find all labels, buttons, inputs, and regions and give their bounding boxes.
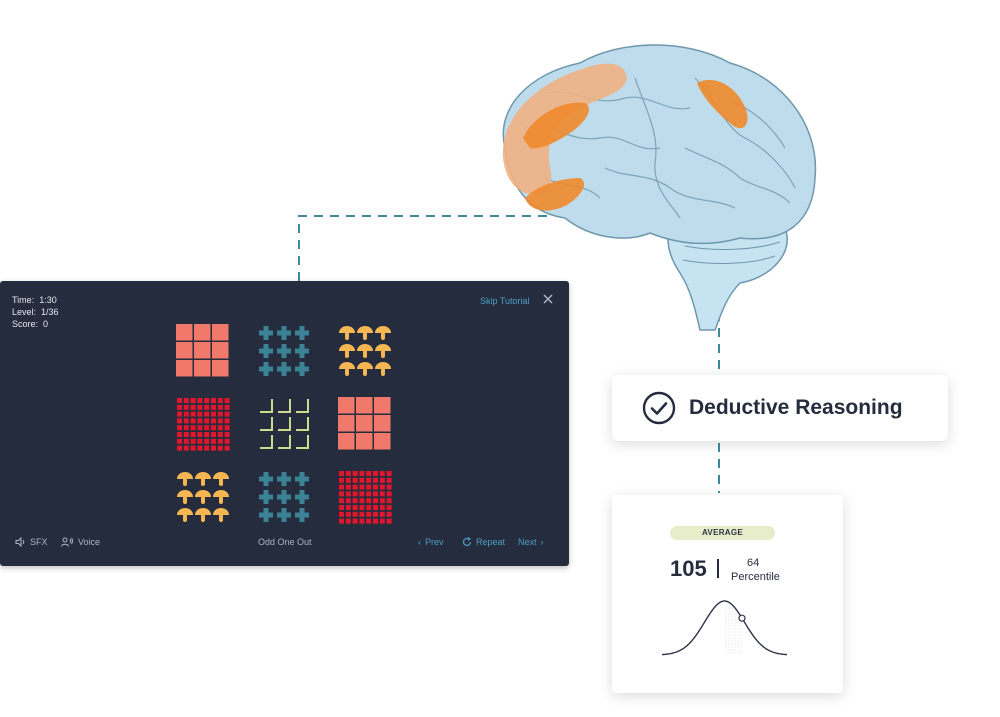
close-icon[interactable]: [542, 293, 554, 305]
percentile-value: 64: [747, 557, 760, 569]
pattern-cell-coral-squares[interactable]: [338, 397, 392, 451]
pattern-cell-red-dots[interactable]: [338, 470, 392, 524]
score-divider: [717, 559, 719, 578]
skill-card: Deductive Reasoning: [612, 375, 948, 441]
time-value: 1:30: [39, 295, 57, 305]
sfx-toggle[interactable]: SFX: [15, 537, 48, 547]
level-badge: AVERAGE: [670, 526, 775, 540]
chevron-left-icon: ‹: [418, 537, 421, 547]
brain-illustration: [502, 44, 817, 331]
game-mode-label: Odd One Out: [258, 537, 312, 547]
pattern-cell-coral-squares[interactable]: [176, 324, 230, 378]
result-score: 105: [670, 556, 707, 581]
game-panel: Time: 1:30 Level: 1/36 Score: 0 Skip Tut…: [0, 281, 569, 566]
sfx-label: SFX: [30, 537, 48, 547]
pattern-cell-yellow-mushrooms[interactable]: [338, 324, 392, 378]
bell-curve: [662, 600, 787, 656]
percentile-shade: [724, 601, 742, 655]
level-value: 1/36: [41, 307, 59, 317]
level-label: Level:: [12, 307, 37, 317]
next-button[interactable]: Next ›: [518, 537, 544, 547]
speaker-icon: [15, 537, 25, 547]
pattern-cell-yellow-mushrooms[interactable]: [176, 470, 230, 524]
percentile-label: Percentile: [731, 571, 780, 583]
percentile-marker: [738, 614, 746, 622]
time-label: Time:: [12, 295, 35, 305]
repeat-icon: [462, 537, 472, 547]
game-footer: SFX Voice Odd One Out ‹ Prev Repeat Next…: [0, 534, 569, 554]
chevron-right-icon: ›: [540, 537, 544, 547]
skill-title: Deductive Reasoning: [689, 396, 903, 419]
next-label: Next: [518, 537, 537, 547]
repeat-button[interactable]: Repeat: [462, 537, 505, 547]
check-circle-icon: [642, 391, 676, 425]
prev-button[interactable]: ‹ Prev: [418, 537, 444, 547]
bell-curve-line: [662, 600, 787, 656]
skip-tutorial-link[interactable]: Skip Tutorial: [480, 296, 530, 306]
score-card: AVERAGE 105 64 Percentile: [612, 495, 843, 693]
prev-label: Prev: [425, 537, 444, 547]
voice-toggle[interactable]: Voice: [61, 537, 100, 547]
repeat-label: Repeat: [476, 537, 506, 547]
voice-label: Voice: [78, 537, 101, 547]
pattern-cell-red-dots[interactable]: [176, 397, 230, 451]
pattern-cell-teal-crosses[interactable]: [257, 324, 311, 378]
pattern-cell-teal-crosses[interactable]: [257, 470, 311, 524]
score-value-game: 0: [43, 319, 49, 329]
score-label: Score:: [12, 319, 39, 329]
game-stats: Time: 1:30 Level: 1/36 Score: 0: [12, 294, 59, 330]
pattern-cell-green-corners[interactable]: [257, 397, 311, 451]
voice-icon: [61, 537, 73, 547]
